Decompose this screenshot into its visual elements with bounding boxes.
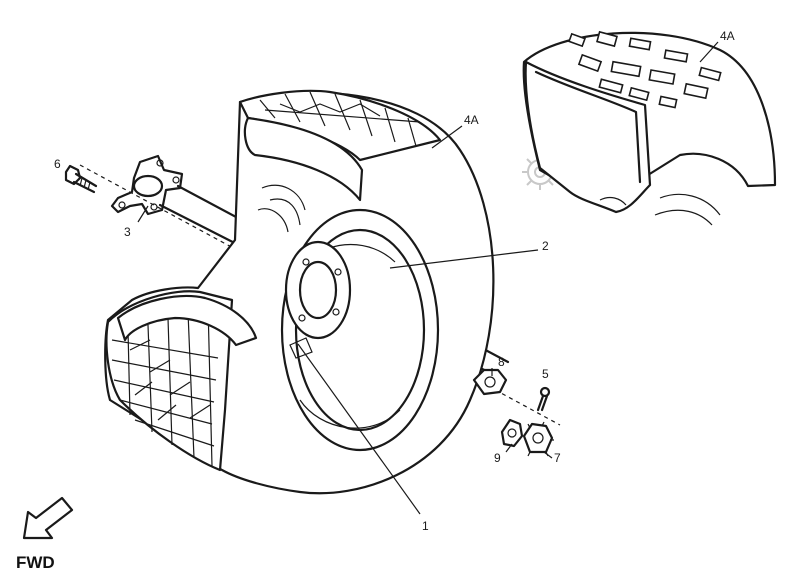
part-9-washer: [500, 418, 524, 448]
part-6-bolt: [64, 164, 98, 194]
fwd-label: FWD: [16, 553, 55, 572]
leader-lines: [137, 41, 719, 515]
part-8-nut: [472, 368, 508, 396]
part-5-pin: [536, 386, 551, 412]
main-wheel: [104, 89, 495, 495]
part-3-hub-flange: [110, 154, 184, 216]
part-7-castle-nut: [522, 421, 554, 457]
callout-2: 2: [542, 239, 549, 253]
tread-pattern-top: [259, 91, 421, 147]
tread-blocks-inset: [568, 30, 722, 109]
callout-8: 8: [498, 355, 505, 369]
tire-inset: [522, 30, 777, 226]
forward-direction-indicator: FWD: [16, 496, 74, 572]
tread-pattern-bottom: [111, 304, 219, 467]
callout-7: 7: [554, 451, 561, 465]
callout-1: 1: [422, 519, 429, 533]
callout-5: 5: [542, 367, 549, 381]
callout-4a-tire: 4A: [464, 113, 479, 127]
callout-4a-inset: 4A: [720, 29, 735, 43]
callout-6: 6: [54, 157, 61, 171]
callouts: 1 2 3 4A 4A 5 6 7 8 9: [54, 29, 735, 533]
callout-9: 9: [494, 451, 501, 465]
callout-3: 3: [124, 225, 131, 239]
forward-arrow-icon: [22, 496, 74, 540]
